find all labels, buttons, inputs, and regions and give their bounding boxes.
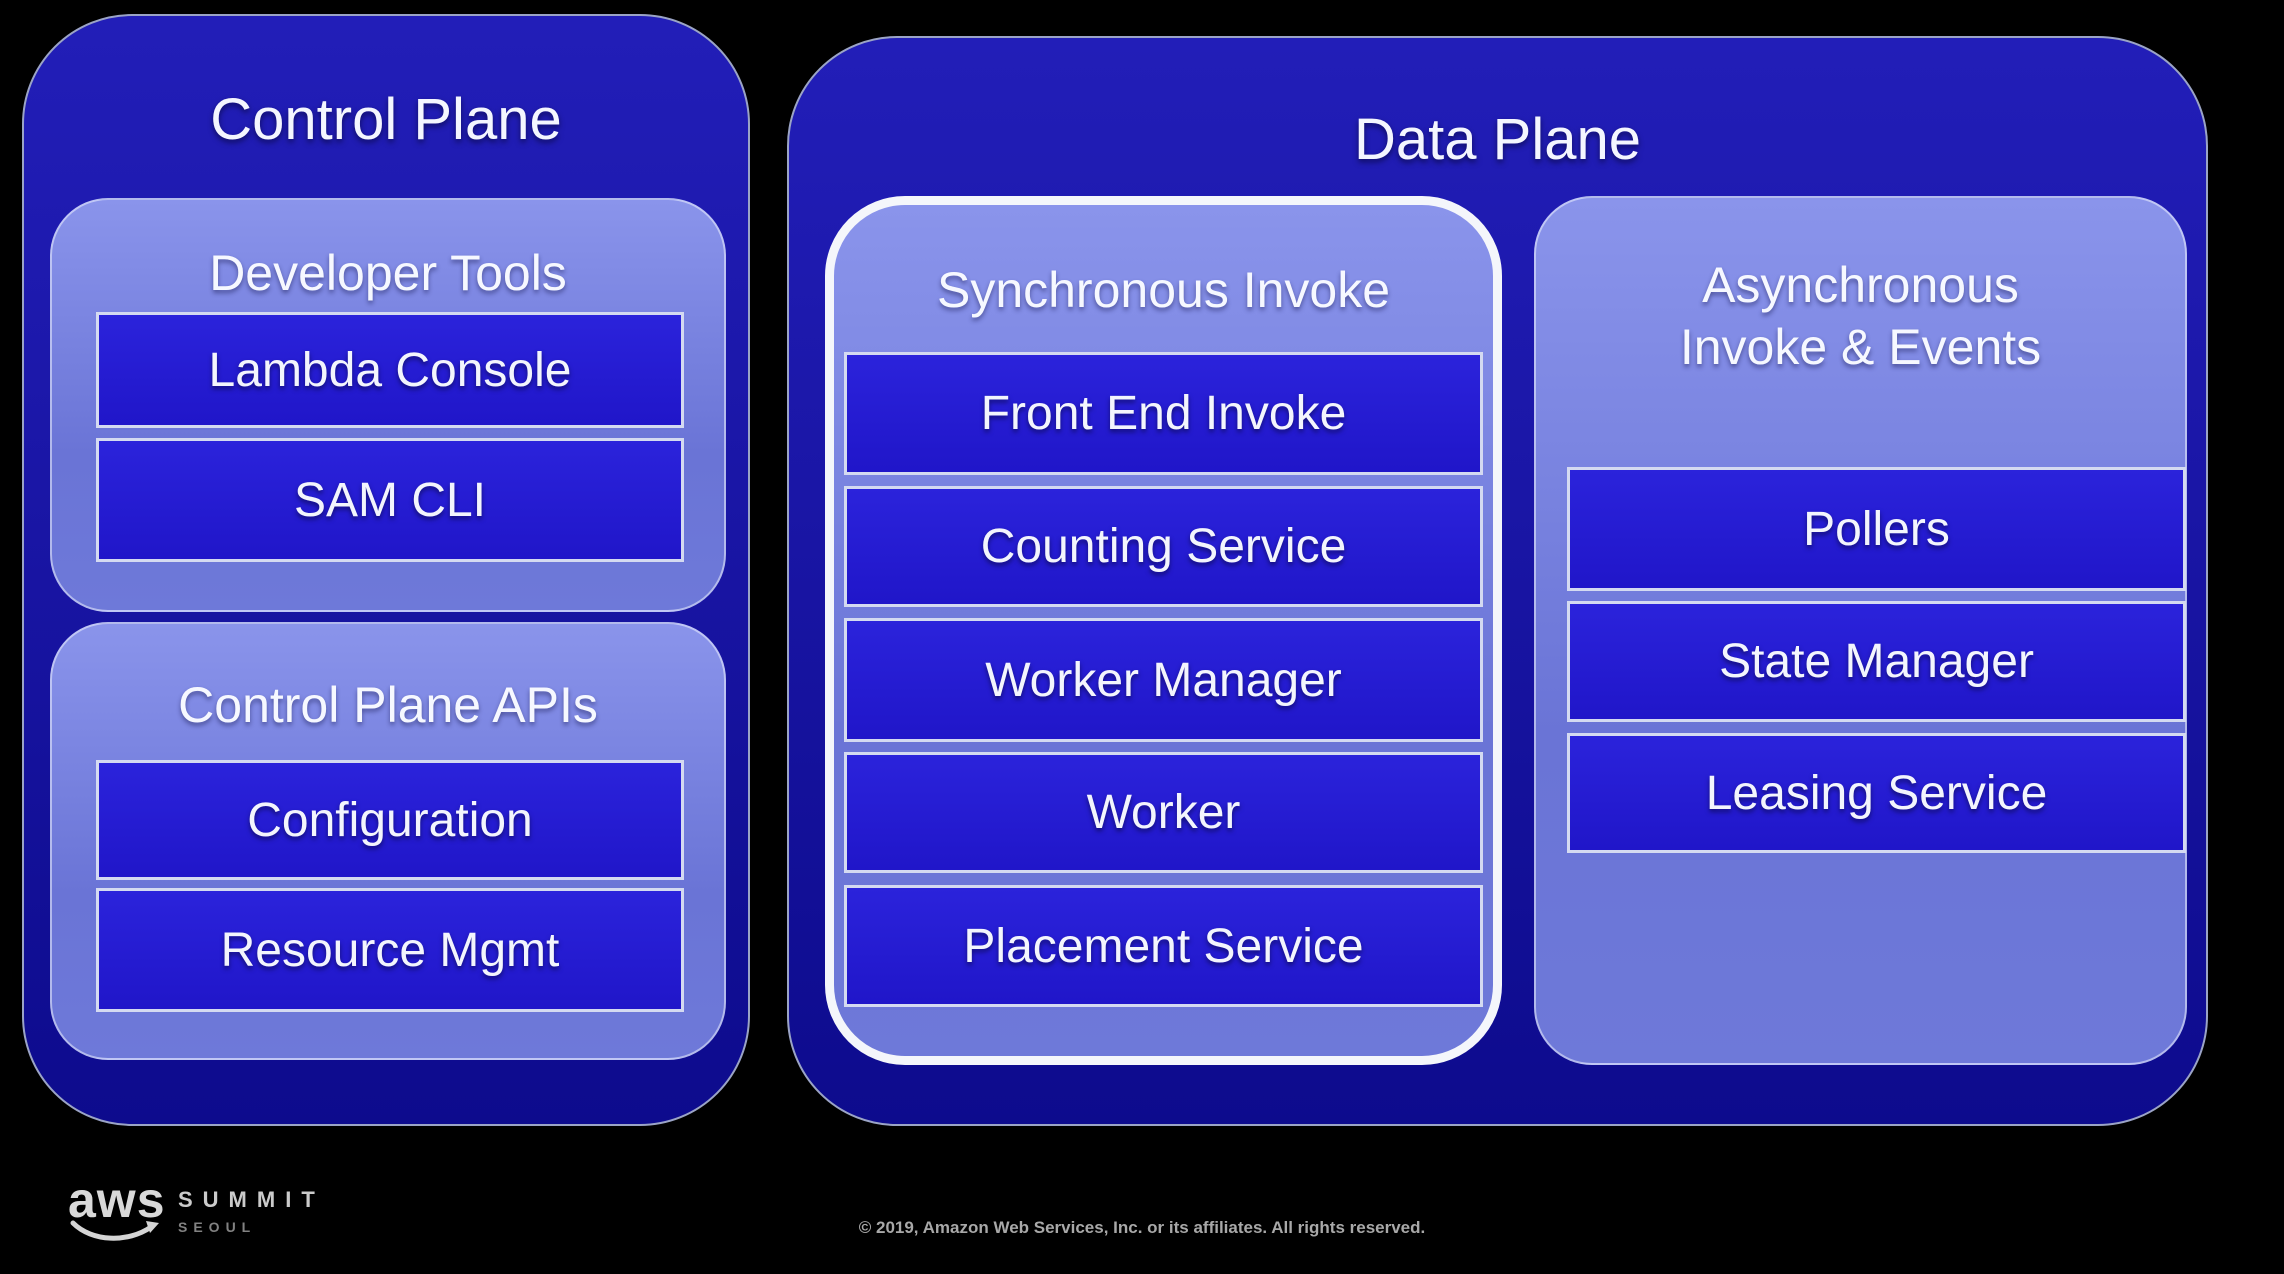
control-plane-panel: Control Plane Developer Tools Lambda Con… — [22, 14, 750, 1126]
item-sam-cli: SAM CLI — [96, 438, 684, 562]
developer-tools-group: Developer Tools Lambda Console SAM CLI — [50, 198, 726, 612]
developer-tools-title: Developer Tools — [209, 245, 567, 301]
summit-label: SUMMIT — [178, 1187, 325, 1212]
synchronous-invoke-title: Synchronous Invoke — [936, 262, 1391, 318]
synchronous-invoke-group: Synchronous Invoke Front End Invoke Coun… — [825, 196, 1502, 1065]
item-resource-mgmt: Resource Mgmt — [96, 888, 684, 1012]
data-plane-title: Data Plane — [1354, 107, 1641, 172]
item-placement-service: Placement Service — [844, 885, 1483, 1007]
item-front-end-invoke: Front End Invoke — [844, 352, 1483, 475]
asynchronous-title-text: Asynchronous Invoke & Events — [1679, 257, 2042, 375]
item-counting-service: Counting Service — [844, 486, 1483, 607]
control-plane-apis-group: Control Plane APIs Configuration Resourc… — [50, 622, 726, 1060]
aws-logo-text: aws — [68, 1172, 166, 1228]
control-plane-apis-title: Control Plane APIs — [178, 677, 598, 733]
item-worker-manager: Worker Manager — [844, 618, 1483, 742]
item-state-manager: State Manager — [1567, 601, 2186, 722]
item-configuration: Configuration — [96, 760, 684, 880]
aws-logo: aws — [68, 1172, 178, 1252]
item-leasing-service: Leasing Service — [1567, 733, 2186, 853]
seoul-label: SEOUL — [178, 1219, 257, 1235]
control-plane-title: Control Plane — [210, 87, 562, 152]
item-pollers: Pollers — [1567, 467, 2186, 591]
copyright-text: © 2019, Amazon Web Services, Inc. or its… — [858, 1218, 1426, 1237]
summit-block: SUMMIT SEOUL — [178, 1187, 325, 1235]
item-worker: Worker — [844, 752, 1483, 873]
data-plane-panel: Data Plane Synchronous Invoke Front End … — [787, 36, 2208, 1126]
asynchronous-title: Asynchronous Invoke & Events — [1536, 254, 2185, 378]
item-lambda-console: Lambda Console — [96, 312, 684, 428]
asynchronous-group: Asynchronous Invoke & Events Pollers Sta… — [1534, 196, 2187, 1065]
aws-smile-icon — [70, 1220, 159, 1241]
